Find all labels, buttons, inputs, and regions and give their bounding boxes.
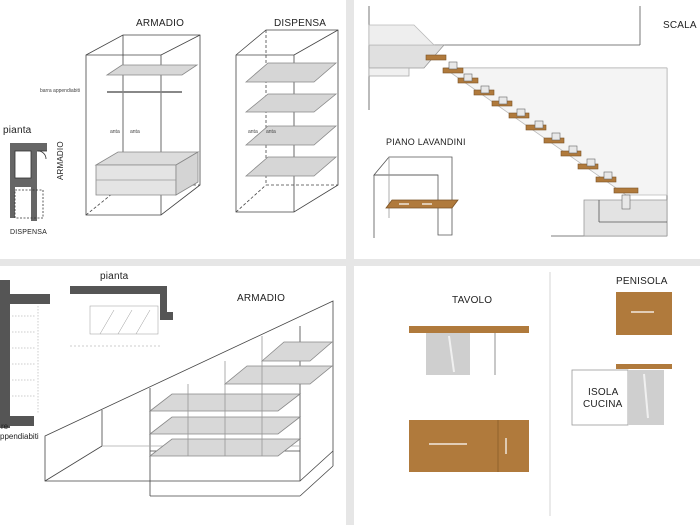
label-armadio-vertical: ARMADIO: [56, 141, 65, 180]
title-pianta: pianta: [100, 271, 129, 282]
title-cucina: CUCINA: [583, 399, 623, 410]
drawing-tavolo-penisola: [409, 272, 672, 516]
drawing-armadio-sottoscala: [0, 280, 334, 497]
drawing-dispensa: [235, 29, 339, 213]
title-armadio: ARMADIO: [237, 293, 286, 304]
note-anta: anta: [266, 129, 276, 135]
title-penisola: PENISOLA: [616, 276, 668, 287]
label-dispensa-plan: DISPENSA: [10, 229, 47, 236]
plan-top: [70, 286, 173, 347]
plan-pianta: [10, 143, 47, 221]
note-anta: anta: [110, 129, 120, 135]
title-dispensa: DISPENSA: [274, 18, 327, 29]
note-anta: anta: [130, 129, 140, 135]
plan-left: [0, 280, 50, 428]
label-pianta: pianta: [3, 125, 32, 136]
note-anta: anta: [248, 129, 258, 135]
panel-tavolo-penisola: TAVOLO PENISOLA ISOLA CUCINA: [354, 266, 700, 525]
panel-armadio-sottoscala: pianta ARMADIO re ppendiabiti: [0, 266, 346, 525]
note-appendiabiti: re: [1, 422, 9, 431]
drawing-tavolo-plan: [409, 420, 529, 472]
title-piano-lavandini: PIANO LAVANDINI: [386, 137, 466, 147]
title-tavolo: TAVOLO: [452, 295, 493, 306]
drawing-sloped-wardrobe: [44, 300, 334, 497]
title-isola: ISOLA: [588, 387, 619, 398]
title-armadio: ARMADIO: [136, 18, 185, 29]
title-scala: SCALA: [663, 20, 697, 31]
drawing-scala: [368, 6, 668, 238]
note-appendiabiti: ppendiabiti: [0, 432, 39, 441]
drawing-armadio: [85, 34, 201, 216]
panel-scala-piano-lavandini: SCALA PIANO LAVANDINI: [354, 0, 700, 259]
drawing-tavolo-elevation: [409, 326, 529, 375]
drawing-isola-cucina: [571, 364, 672, 426]
drawing-penisola: [616, 292, 672, 335]
drawing-armadio-dispensa: [10, 29, 339, 221]
panel-armadio-dispensa: ARMADIO DISPENSA pianta ARMADIO DISPENSA…: [0, 0, 346, 259]
drawing-piano-lavandini: [373, 156, 459, 238]
note-barra-appendiabiti: barra appendiabiti: [40, 88, 81, 94]
